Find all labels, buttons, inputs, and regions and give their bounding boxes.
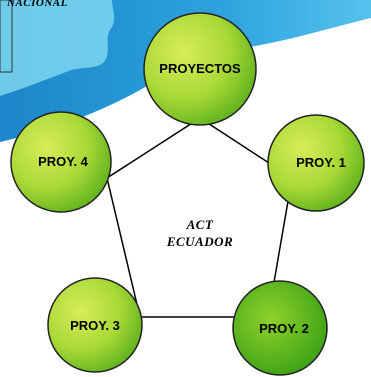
center-label-line2: ECUADOR [166,234,233,249]
node-proy-3-label: PROY. 3 [70,318,120,333]
node-proy-3[interactable]: PROY. 3 [47,277,143,373]
banner-map-shape [0,0,115,96]
center-label-line1: ACT [186,217,214,232]
banner: NACIONAL [0,0,371,142]
node-proy-1-circle[interactable] [267,114,365,212]
node-proy-1[interactable]: PROY. 1 [267,114,365,212]
node-proy-1-label: PROY. 1 [296,155,346,170]
node-proy-4-label: PROY. 4 [38,154,89,169]
node-proy-2-circle[interactable] [232,280,328,376]
node-proy-2-label: PROY. 2 [259,321,309,336]
banner-map-shape-2 [0,0,13,73]
banner-text: NACIONAL [6,0,68,9]
node-proyectos-circle[interactable] [143,12,257,126]
node-proy-4[interactable]: PROY. 4 [10,111,112,213]
node-proyectos[interactable]: PROYECTOS [143,12,257,126]
node-proy-3-circle[interactable] [47,277,143,373]
node-proy-4-circle[interactable] [10,111,112,213]
node-proy-2[interactable]: PROY. 2 [232,280,328,376]
node-proyectos-label: PROYECTOS [159,61,241,76]
center-label: ACT ECUADOR [166,217,233,249]
